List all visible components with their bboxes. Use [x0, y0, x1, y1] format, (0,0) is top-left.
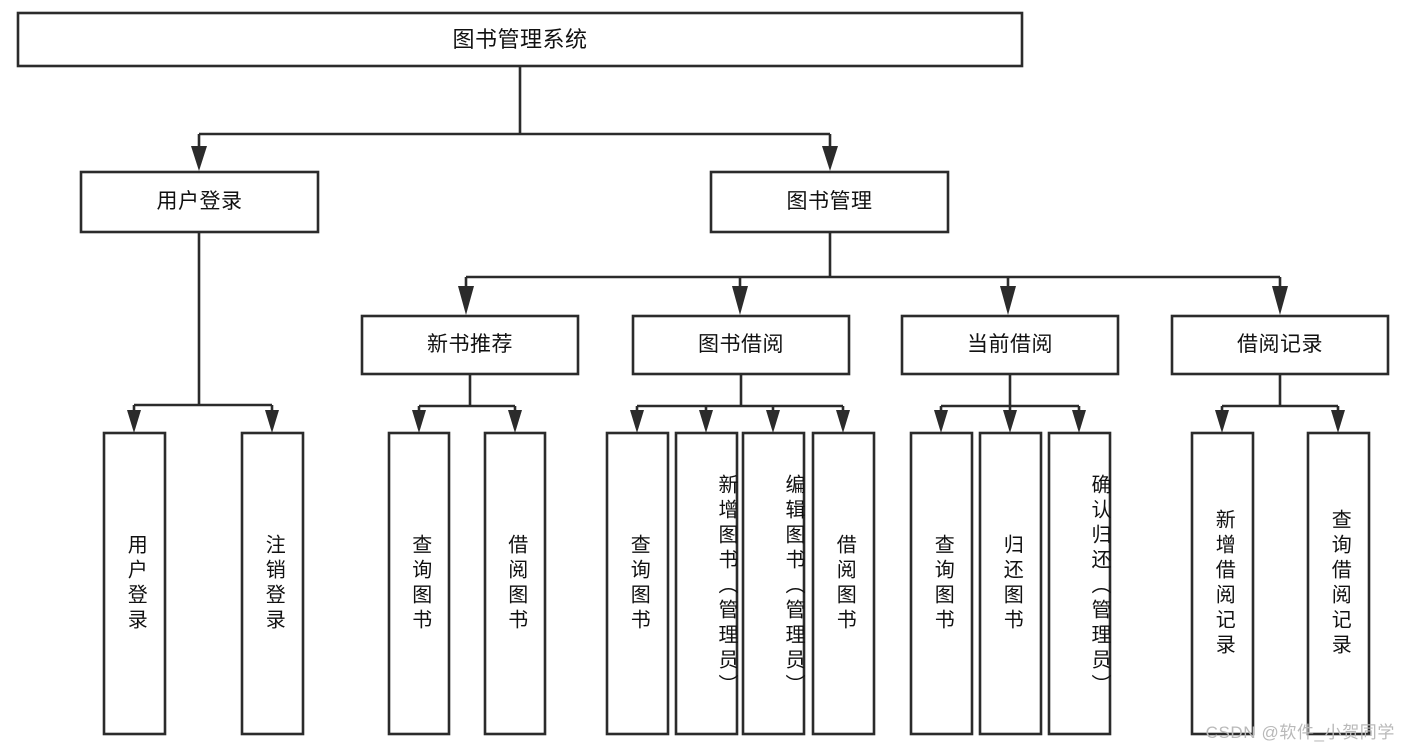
node-box-leaf-user-login[interactable]: [102, 431, 167, 736]
node-box-leaf-add-record[interactable]: [1190, 431, 1255, 736]
arrow-head-to-new-book-recommend: [458, 286, 474, 315]
arrow-head-to-current-borrow: [1000, 286, 1016, 315]
node-box-new-book-recommend[interactable]: [360, 314, 580, 376]
arrow-head-to-book-borrow: [732, 286, 748, 315]
arrow-head-new-book-leaf-2: [508, 410, 522, 433]
arrow-head-book-borrow-leaf-1: [630, 410, 644, 433]
arrow-head-borrow-record-leaf-2: [1331, 410, 1345, 433]
node-box-current-borrow[interactable]: [900, 314, 1120, 376]
node-box-leaf-edit-book[interactable]: [741, 431, 806, 736]
arrow-head-book-borrow-leaf-3: [766, 410, 780, 433]
arrow-head-user-login-leaf-2: [265, 410, 279, 433]
arrow-head-user-login-leaf-1: [127, 410, 141, 433]
node-box-leaf-add-book[interactable]: [674, 431, 739, 736]
node-box-leaf-return-book[interactable]: [978, 431, 1043, 736]
node-box-root[interactable]: [16, 11, 1024, 68]
arrow-head-current-borrow-leaf-3: [1072, 410, 1086, 433]
node-box-leaf-query-book-1[interactable]: [387, 431, 451, 736]
arrow-head-book-borrow-leaf-4: [836, 410, 850, 433]
node-box-book-manage[interactable]: [709, 170, 950, 234]
arrow-head-root-to-user-login: [191, 146, 207, 171]
node-box-leaf-borrow-book-1[interactable]: [483, 431, 547, 736]
node-box-leaf-confirm-return[interactable]: [1047, 431, 1112, 736]
watermark-text: CSDN @软件_小贺同学: [1205, 723, 1395, 742]
node-box-leaf-query-book-3[interactable]: [909, 431, 974, 736]
arrow-head-book-borrow-leaf-2: [699, 410, 713, 433]
arrow-head-borrow-record-leaf-1: [1215, 410, 1229, 433]
arrow-head-to-borrow-record: [1272, 286, 1288, 315]
node-box-book-borrow[interactable]: [631, 314, 851, 376]
node-box-borrow-record[interactable]: [1170, 314, 1390, 376]
node-box-leaf-query-book-2[interactable]: [605, 431, 670, 736]
node-box-leaf-borrow-book-2[interactable]: [811, 431, 876, 736]
arrow-head-current-borrow-leaf-1: [934, 410, 948, 433]
arrow-head-root-to-book-manage: [822, 146, 838, 171]
arrow-head-new-book-leaf-1: [412, 410, 426, 433]
node-box-leaf-user-logout[interactable]: [240, 431, 305, 736]
arrow-head-current-borrow-leaf-2: [1003, 410, 1017, 433]
node-box-leaf-query-record[interactable]: [1306, 431, 1371, 736]
node-box-user-login[interactable]: [79, 170, 320, 234]
